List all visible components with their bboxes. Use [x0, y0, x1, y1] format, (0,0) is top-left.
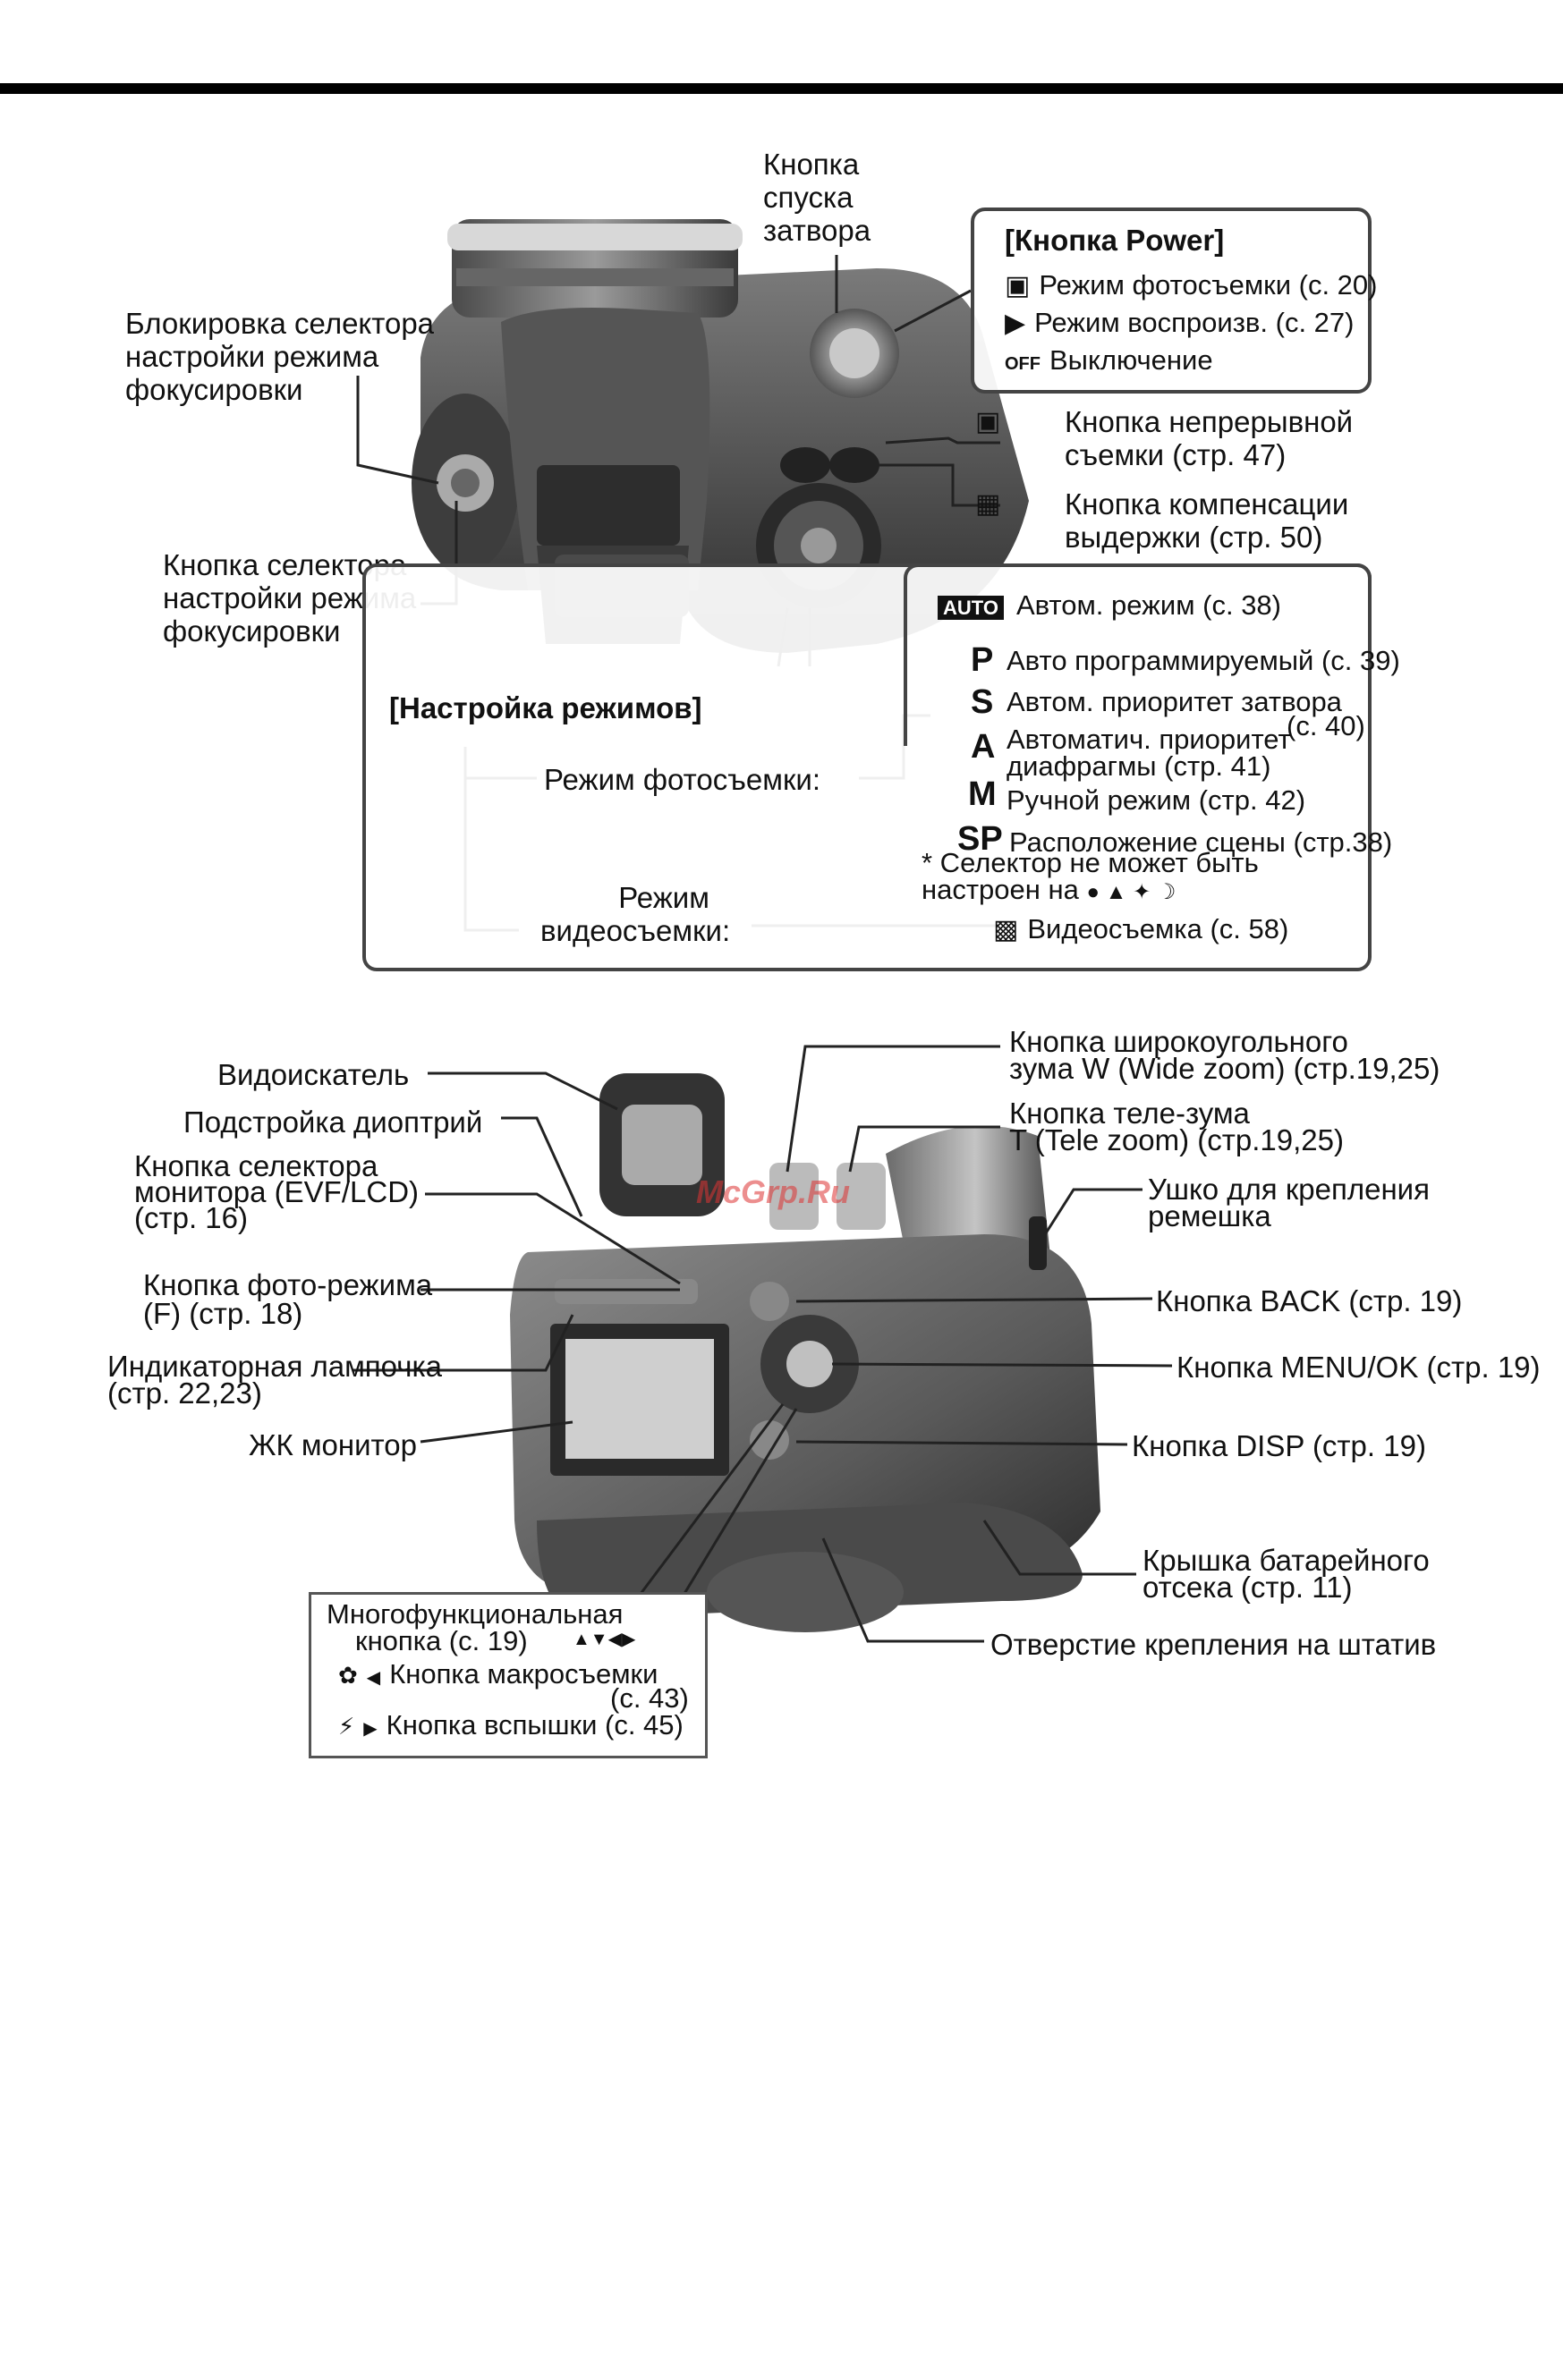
off-icon: OFF — [1005, 354, 1041, 374]
lcd-monitor-label: ЖК монитор — [249, 1428, 418, 1461]
menu-ok-button-label: Кнопка MENU/OK (стр. 19) — [1176, 1351, 1541, 1384]
video-camera-icon: ▩ — [993, 915, 1019, 944]
mode-p: Авто программируемый (с. 39) — [1007, 645, 1400, 676]
header-rule — [0, 83, 1563, 94]
mode-m: Ручной режим (стр. 42) — [1007, 784, 1306, 816]
photo-mode-button-label: Кнопка фото-режима(F) (стр. 18) — [143, 1268, 433, 1330]
mode-list-box — [904, 563, 1372, 746]
mode-a-icon: A — [971, 728, 996, 766]
mode-m-icon: M — [968, 775, 997, 813]
mode-s-icon: S — [971, 683, 994, 721]
flash-row: ⚡▶Кнопка вспышки (с. 45) — [338, 1710, 684, 1744]
mode-sp-icon: SP — [957, 820, 1003, 858]
flash-icon: ⚡ — [338, 1713, 355, 1740]
continuous-icon: ▣ — [975, 407, 1001, 436]
back-button-label: Кнопка BACK (стр. 19) — [1156, 1284, 1463, 1317]
watermark: McGrp.Ru — [696, 1173, 851, 1210]
mode-s: Автом. приоритет затвора — [1007, 686, 1342, 717]
multifunction-arrows: ▲▼◀▶ — [573, 1630, 636, 1649]
exposure-icon: ▦ — [975, 489, 1001, 519]
macro-icon: ✿ — [338, 1662, 358, 1689]
auto-mode-icon: AUTO — [938, 596, 1004, 620]
power-item-photo: ▣Режим фотосъемки (с. 20) — [1005, 269, 1378, 301]
indicator-lamp-label: Индикаторная лампочка(стр. 22,23) — [107, 1350, 442, 1410]
mode-p-icon: P — [971, 641, 994, 679]
play-icon: ▶ — [1005, 309, 1026, 338]
photo-mode-label: Режим фотосъемки: — [544, 763, 820, 796]
camera-icon: ▣ — [1005, 271, 1031, 301]
mode-note: * Селектор не может быть настроен на ● ▲… — [922, 847, 1259, 905]
mode-s-page: (с. 40) — [1287, 710, 1365, 741]
diopter-label: Подстройка диоптрий — [183, 1105, 483, 1139]
power-item-playback: ▶Режим воспроизв. (с. 27) — [1005, 307, 1355, 339]
scene-icons: ● ▲ ✦ ☽ — [1086, 880, 1176, 904]
power-button-box: [Кнопка Power] ▣Режим фотосъемки (с. 20)… — [971, 208, 1377, 394]
disp-button-label: Кнопка DISP (стр. 19) — [1132, 1429, 1426, 1462]
tripod-mount-label: Отверстие крепления на штатив — [990, 1628, 1437, 1661]
macro-row: ✿◀Кнопка макросъемки — [338, 1659, 658, 1693]
power-box-title: [Кнопка Power] — [1005, 224, 1225, 257]
modes-box-title: [Настройка режимов] — [389, 691, 702, 724]
left-arrow-icon: ◀ — [366, 1668, 381, 1688]
macro-page: (с. 43) — [610, 1682, 689, 1714]
multifunction-box — [309, 1592, 708, 1758]
right-arrow-icon: ▶ — [363, 1719, 378, 1739]
viewfinder-label: Видоискатель — [217, 1058, 410, 1091]
mode-sp: Расположение сцены (стр.38) — [1009, 826, 1393, 858]
mode-video: ▩Видеосъемка (с. 58) — [993, 913, 1289, 945]
mode-settings-box — [362, 563, 1372, 971]
